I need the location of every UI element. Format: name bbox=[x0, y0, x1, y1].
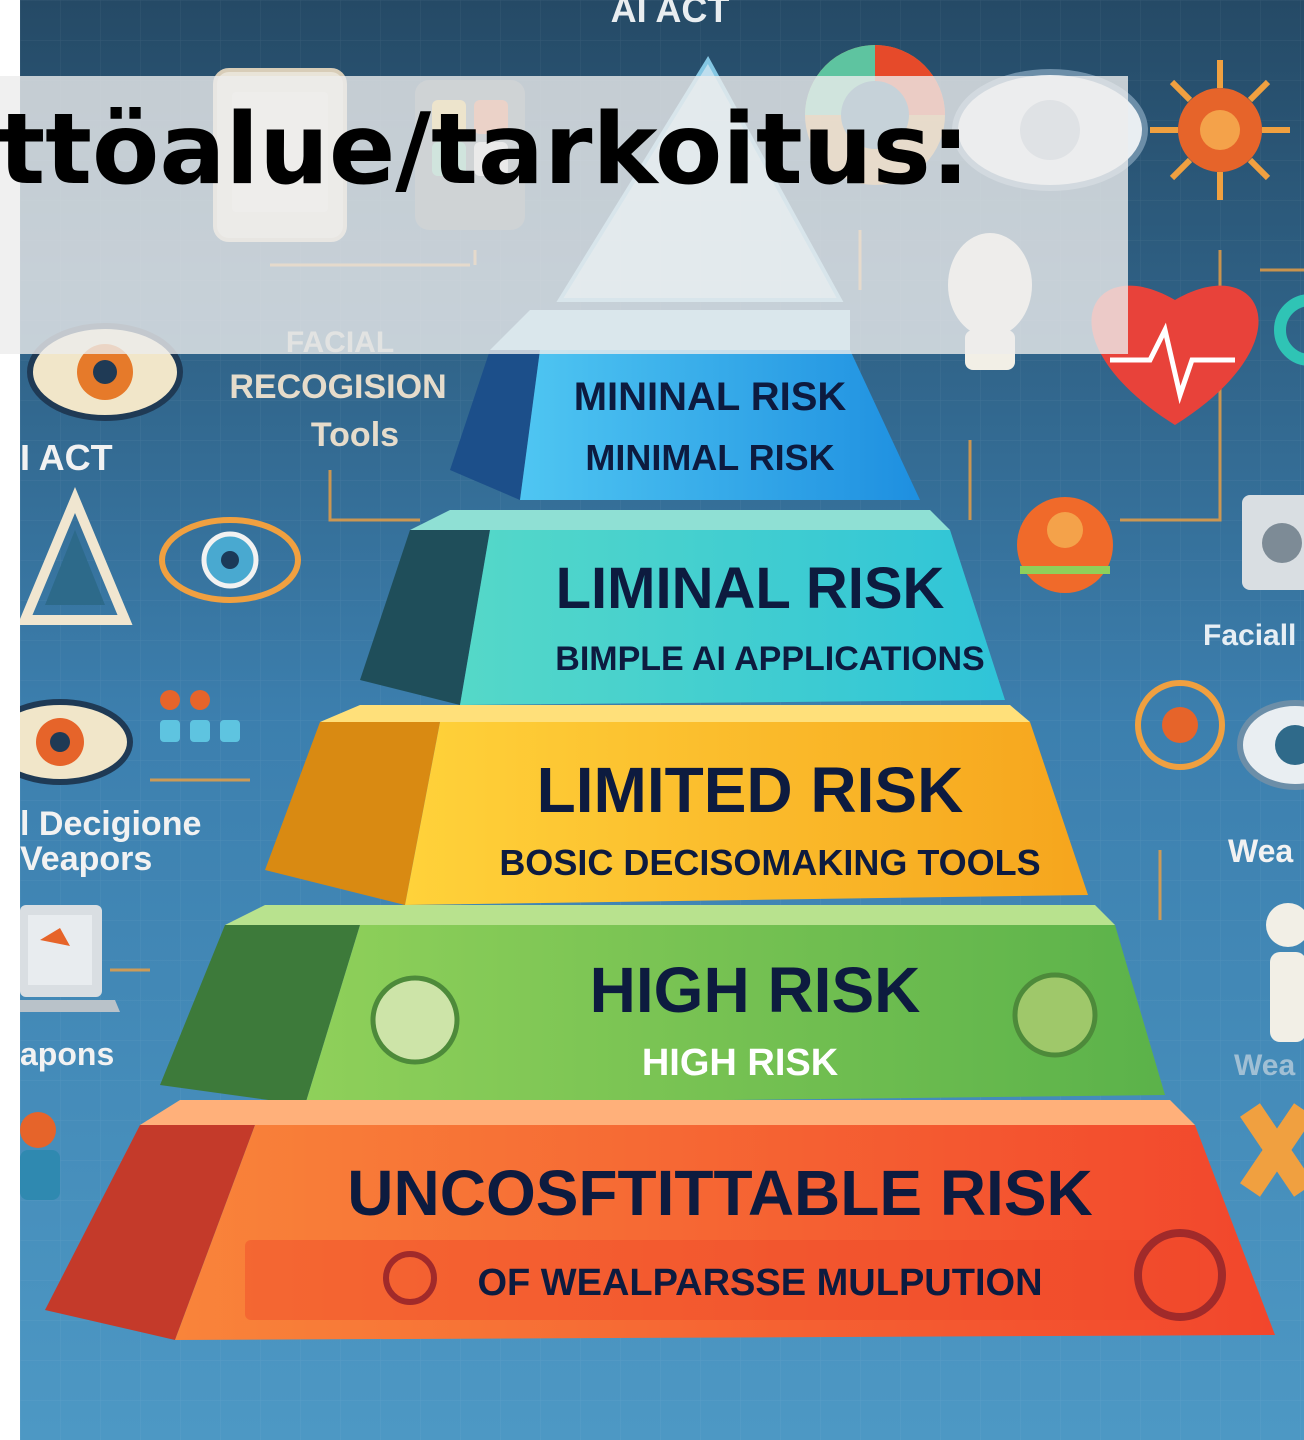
tier-5-subtitle: OF WEALPARSSE MULPUTION bbox=[477, 1262, 1042, 1304]
tier-1-title: MININAL RISK bbox=[574, 375, 847, 419]
cross-icon bbox=[1240, 1103, 1304, 1197]
tier-unacceptable-risk: UNCOSFTITTABLE RISK OF WEALPARSSE MULPUT… bbox=[45, 1100, 1275, 1340]
left-label-weapons: apons bbox=[20, 1036, 114, 1072]
heart-icon bbox=[1091, 285, 1259, 425]
person-icon bbox=[1266, 903, 1304, 1042]
display-icon bbox=[1242, 495, 1304, 590]
robot-icon bbox=[20, 1112, 60, 1200]
slide-title: yttöalue/tarkoitus: bbox=[0, 93, 970, 207]
tier-1-subtitle: MINIMAL RISK bbox=[585, 437, 834, 478]
right-labels: Faciall Wea Wea bbox=[1203, 619, 1296, 1082]
left-label-ai-act: I ACT bbox=[20, 437, 113, 478]
warning-triangle-icon bbox=[20, 487, 133, 625]
dots-icon bbox=[160, 690, 240, 742]
tier-liminal-risk: LIMINAL RISK BIMPLE AI APPLICATIONS bbox=[360, 510, 1005, 705]
eye-icon-right-lower bbox=[1237, 700, 1304, 790]
left-label-decision: l Decigione bbox=[20, 805, 201, 843]
top-label: AI ACT bbox=[611, 0, 730, 30]
tier-3-title: LIMITED RISK bbox=[537, 754, 964, 826]
right-label-weapons: Wea bbox=[1228, 833, 1293, 869]
target-icon bbox=[1135, 680, 1225, 770]
tier-3-subtitle: BOSIC DECISOMAKING TOOLS bbox=[499, 842, 1040, 883]
tier-2-title: LIMINAL RISK bbox=[556, 556, 945, 621]
tier-high-risk: HIGH RISK HIGH RISK bbox=[160, 905, 1165, 1105]
tier-5-title: UNCOSFTITTABLE RISK bbox=[347, 1157, 1092, 1229]
title-band: yttöalue/tarkoitus: bbox=[0, 76, 1128, 354]
ring-icon bbox=[1274, 294, 1304, 366]
tier-limited-risk: LIMITED RISK BOSIC DECISOMAKING TOOLS bbox=[265, 705, 1088, 905]
tier-2-subtitle: BIMPLE AI APPLICATIONS bbox=[555, 640, 984, 678]
left-label-facial-2: RECOGISION bbox=[229, 368, 446, 406]
virus-icon bbox=[1150, 60, 1290, 200]
eye-icon-lower bbox=[20, 699, 133, 785]
left-label-weapors: Veapors bbox=[20, 840, 152, 878]
medical-device-icon bbox=[1017, 497, 1113, 593]
tier-4-subtitle: HIGH RISK bbox=[642, 1042, 839, 1084]
left-label-facial-3: Tools bbox=[311, 416, 399, 454]
right-label-weapons-faded: Wea bbox=[1234, 1049, 1295, 1082]
right-label-facial: Faciall bbox=[1203, 619, 1296, 652]
laptop-icon bbox=[20, 905, 120, 1012]
camera-eye-icon bbox=[159, 517, 301, 603]
tier-4-title: HIGH RISK bbox=[590, 954, 921, 1026]
